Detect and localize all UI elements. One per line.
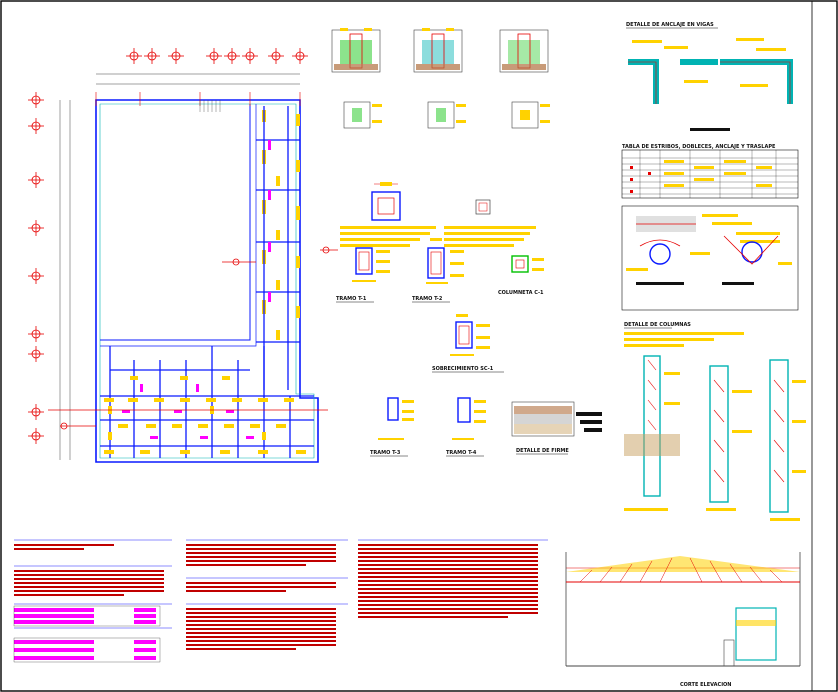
roof-truss-elevation: CORTE ELEVACION	[565, 552, 801, 688]
tramo-lower-sections: TRAMO T-3 TRAMO T-4 DETALLE DE FIRME	[370, 397, 602, 457]
tramo-t3-title: TRAMO T-3	[370, 450, 401, 456]
corte-elevacion-title: CORTE ELEVACION	[680, 682, 732, 688]
tramo-sections: TRAMO T-1 TRAMO T-2 COLUMNETA C-1	[336, 238, 544, 303]
footing-sections	[331, 28, 550, 129]
tabla-estribos-title: TABLA DE ESTRIBOS, DOBLECES, ANCLAJE Y T…	[622, 144, 776, 150]
column-reinforcement-detail: DETALLE DE COLUMNAS	[624, 322, 806, 521]
stirrups-table: TABLA DE ESTRIBOS, DOBLECES, ANCLAJE Y T…	[621, 144, 799, 199]
grid-bubble-icon	[28, 92, 44, 444]
tramo-t2-title: TRAMO T-2	[412, 296, 443, 302]
beam-anchorage-detail: DETALLE DE ANCLAJE EN VIGAS	[626, 22, 793, 131]
foundation-plan	[28, 48, 338, 463]
hooks-detail	[621, 205, 799, 311]
detalle-vigas-title: DETALLE DE ANCLAJE EN VIGAS	[626, 22, 714, 28]
tramo-t4-title: TRAMO T-4	[446, 450, 477, 456]
detalle-columnas-title: DETALLE DE COLUMNAS	[624, 322, 691, 328]
tramo-t1-title: TRAMO T-1	[336, 296, 367, 302]
sobrecimiento-title: SOBRECIMIENTO SC-1	[432, 366, 494, 372]
detalle-firme-title: DETALLE DE FIRME	[516, 448, 569, 454]
general-notes	[13, 539, 548, 663]
grid-bubble-icon	[126, 48, 308, 64]
sobrecimiento-section: SOBRECIMIENTO SC-1	[432, 314, 504, 373]
columneta-c1-title: COLUMNETA C-1	[498, 290, 544, 296]
column-section-icon	[371, 182, 491, 221]
